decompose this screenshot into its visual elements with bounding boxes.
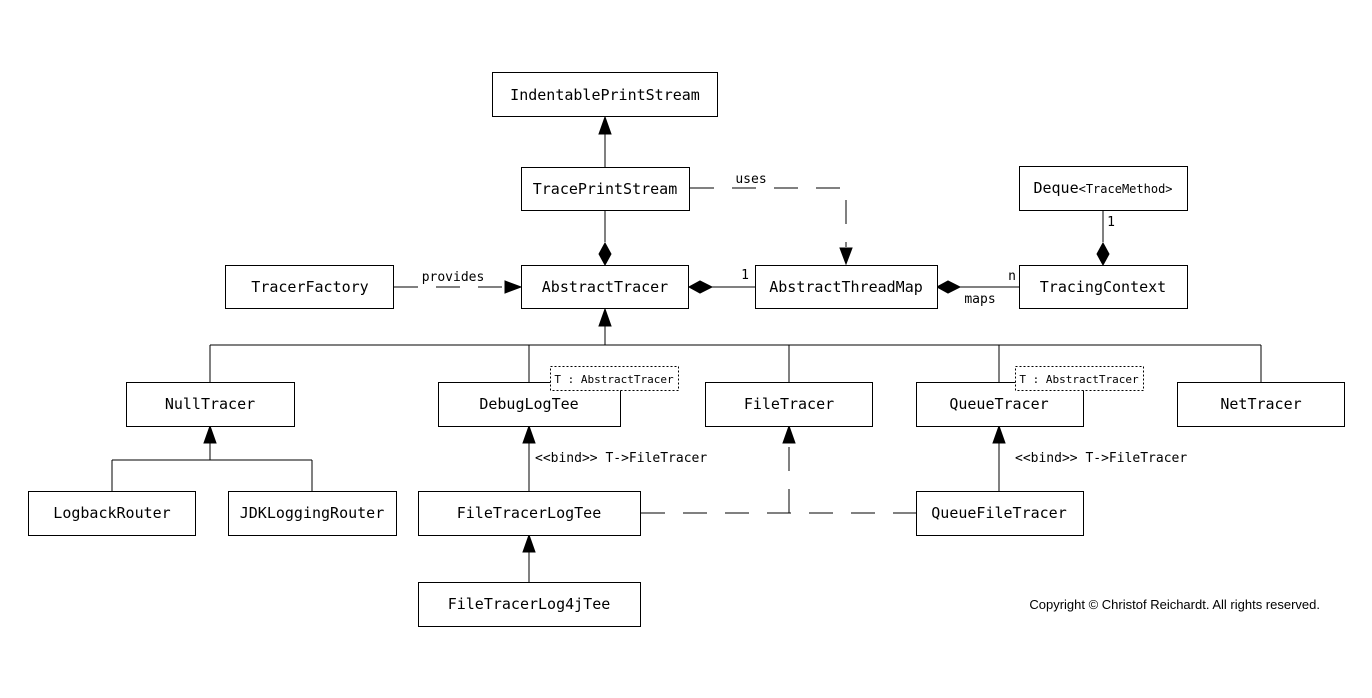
filetracer-dependency-arrowhead	[782, 424, 796, 444]
class-name: JDKLoggingRouter	[240, 504, 385, 522]
class-name: DebugLogTee	[479, 395, 578, 413]
template-parameter: T : AbstractTracer	[554, 373, 674, 386]
composition-diamond-abstracttracer-right	[687, 280, 714, 294]
class-box	[126, 382, 295, 427]
class-name-base: Deque	[1033, 179, 1078, 197]
class-abstract-tracer[interactable]: AbstractTracer	[521, 265, 689, 309]
class-box	[1019, 265, 1188, 309]
class-deque[interactable]: Deque<TraceMethod>	[1019, 166, 1188, 211]
uses-arrowhead	[839, 247, 853, 266]
class-name: TracerFactory	[251, 278, 368, 296]
class-name: Deque<TraceMethod>	[1033, 179, 1172, 197]
multiplicity-threadmap-context: n	[1008, 269, 1016, 284]
class-box	[28, 491, 196, 536]
class-box	[225, 265, 394, 309]
class-box	[705, 382, 873, 427]
class-name: FileTracerLog4jTee	[448, 595, 611, 613]
class-box	[755, 265, 938, 309]
class-file-tracer-log4j-tee[interactable]: FileTracerLog4jTee	[418, 582, 641, 627]
class-box	[228, 491, 397, 536]
template-parameter-box	[550, 366, 679, 391]
class-name: QueueTracer	[949, 395, 1048, 413]
inheritance-arrowhead-abstracttracer	[598, 307, 612, 327]
class-box	[521, 167, 690, 211]
class-indentable-print-stream[interactable]: IndentablePrintStream	[492, 72, 718, 117]
class-trace-print-stream[interactable]: TracePrintStream	[521, 167, 690, 211]
class-logback-router[interactable]: LogbackRouter	[28, 491, 196, 536]
uses-dependency-line	[690, 187, 847, 247]
bind-arrowhead-debuglogtee	[522, 424, 536, 444]
label-bind-debuglogtee: <<bind>> T->FileTracer	[535, 451, 707, 466]
class-name: TracingContext	[1040, 278, 1166, 296]
class-abstract-thread-map[interactable]: AbstractThreadMap	[755, 265, 938, 309]
class-name-type-param: <TraceMethod>	[1079, 182, 1173, 196]
provides-arrowhead	[504, 280, 523, 294]
multiplicity-tracer-threadmap: 1	[741, 268, 749, 283]
inheritance-arrowhead-nulltracer	[203, 424, 217, 444]
label-uses: uses	[735, 172, 766, 187]
inheritance-arrowhead-indentable	[598, 115, 612, 135]
class-queue-file-tracer[interactable]: QueueFileTracer	[916, 491, 1084, 536]
composition-diamond-abstracttracer-top	[598, 241, 612, 267]
class-box	[916, 491, 1084, 536]
class-box	[521, 265, 689, 309]
class-name: LogbackRouter	[53, 504, 170, 522]
multiplicity-deque: 1	[1107, 215, 1115, 230]
class-box	[418, 491, 641, 536]
class-box	[1177, 382, 1345, 427]
class-tracing-context[interactable]: TracingContext	[1019, 265, 1188, 309]
class-jdk-logging-router[interactable]: JDKLoggingRouter	[228, 491, 397, 536]
class-null-tracer[interactable]: NullTracer	[126, 382, 295, 427]
class-name: TracePrintStream	[533, 180, 678, 198]
label-bind-queuetracer: <<bind>> T->FileTracer	[1015, 451, 1187, 466]
label-maps: maps	[964, 292, 995, 307]
composition-diamond-threadmap	[935, 280, 962, 294]
class-file-tracer[interactable]: FileTracer	[705, 382, 873, 427]
label-provides: provides	[422, 270, 485, 285]
class-name: FileTracerLogTee	[457, 504, 602, 522]
bind-arrowhead-queuetracer	[992, 424, 1006, 444]
class-name: IndentablePrintStream	[510, 86, 700, 104]
template-parameter: T : AbstractTracer	[1019, 373, 1139, 386]
class-net-tracer[interactable]: NetTracer	[1177, 382, 1345, 427]
template-parameter-box	[1015, 366, 1144, 391]
class-queue-tracer[interactable]: QueueTracer T : AbstractTracer	[916, 366, 1144, 427]
class-box	[418, 582, 641, 627]
class-name: QueueFileTracer	[931, 504, 1066, 522]
class-name: FileTracer	[744, 395, 834, 413]
class-name: AbstractTracer	[542, 278, 668, 296]
copyright-notice: Copyright © Christof Reichardt. All righ…	[1029, 597, 1320, 612]
class-debug-log-tee[interactable]: DebugLogTee T : AbstractTracer	[438, 366, 679, 427]
class-name: NetTracer	[1220, 395, 1301, 413]
class-box	[492, 72, 718, 117]
composition-diamond-tracingcontext	[1096, 241, 1110, 267]
inheritance-arrowhead-filetracerlogtee	[522, 533, 536, 553]
class-box	[1019, 166, 1188, 211]
class-name: NullTracer	[165, 395, 255, 413]
class-name: AbstractThreadMap	[769, 278, 923, 296]
class-file-tracer-log-tee[interactable]: FileTracerLogTee	[418, 491, 641, 536]
class-tracer-factory[interactable]: TracerFactory	[225, 265, 394, 309]
